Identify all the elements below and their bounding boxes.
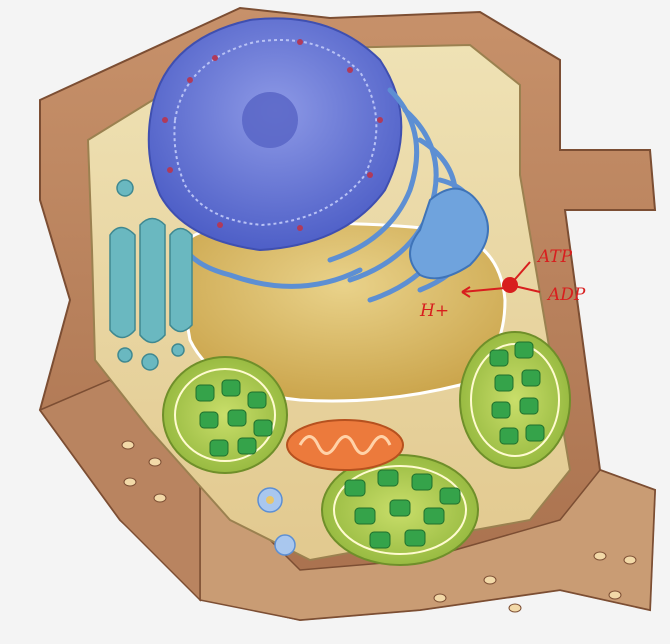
nucleolus [242,92,298,148]
golgi-apparatus [109,217,193,371]
adp-label: ADP [546,285,586,305]
atp-annotation: ATP ADP H+ [419,247,586,321]
nucleus [147,17,403,252]
vesicles [116,179,296,556]
smooth-er [409,187,489,280]
mitochondrion [286,419,404,471]
atp-label: ATP [536,247,573,267]
h-plus-arrow [461,287,506,293]
thylakoid-grana [195,341,545,549]
h-plus-label: H+ [419,301,449,321]
